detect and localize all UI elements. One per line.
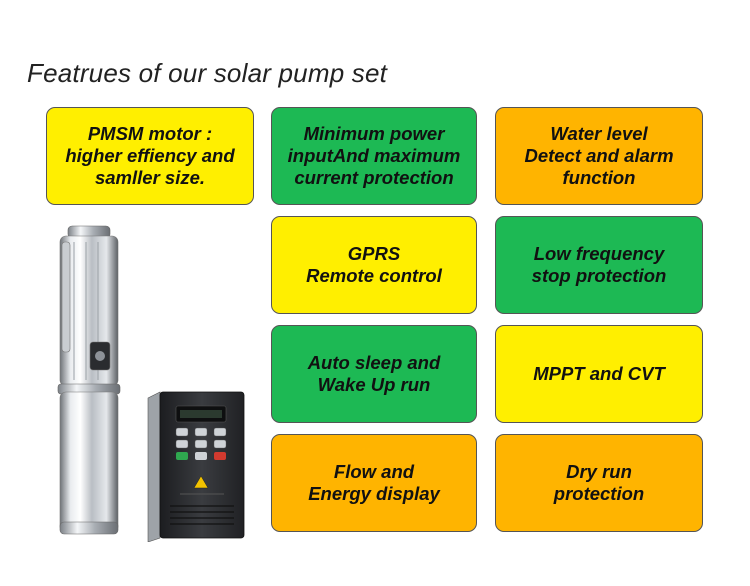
feature-text: GPRS Remote control: [306, 243, 442, 286]
feature-text: MPPT and CVT: [533, 363, 665, 384]
feature-card-dry-run: Dry run protection: [495, 434, 703, 532]
feature-card-auto-sleep: Auto sleep and Wake Up run: [271, 325, 477, 423]
feature-card-gprs: GPRS Remote control: [271, 216, 477, 314]
feature-card-mppt-cvt: MPPT and CVT: [495, 325, 703, 423]
feature-card-water-level: Water level Detect and alarm function: [495, 107, 703, 205]
feature-text: PMSM motor : higher effiency and samller…: [65, 123, 235, 188]
feature-text: Auto sleep and Wake Up run: [307, 352, 441, 395]
feature-text: Water level Detect and alarm function: [524, 123, 674, 188]
controller-illustration: [147, 391, 245, 542]
feature-card-low-frequency: Low frequency stop protection: [495, 216, 703, 314]
feature-card-pmsm-motor: PMSM motor : higher effiency and samller…: [46, 107, 254, 205]
page-title: Featrues of our solar pump set: [27, 58, 388, 88]
pump-illustration: [57, 225, 121, 535]
feature-text: Minimum power inputAnd maximum current p…: [287, 123, 461, 188]
feature-card-current-protection: Minimum power inputAnd maximum current p…: [271, 107, 477, 205]
feature-text: Flow and Energy display: [308, 461, 440, 504]
feature-text: Dry run protection: [553, 461, 645, 504]
feature-text: Low frequency stop protection: [531, 243, 667, 286]
product-image: [57, 225, 245, 542]
feature-card-flow-energy: Flow and Energy display: [271, 434, 477, 532]
